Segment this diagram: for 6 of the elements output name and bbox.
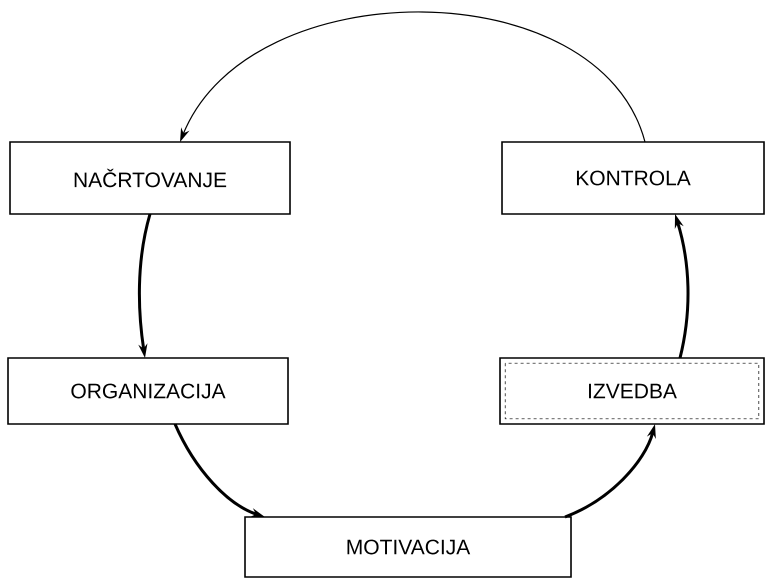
process-box: NAČRTOVANJE bbox=[9, 141, 291, 215]
process-box: KONTROLA bbox=[501, 141, 765, 215]
process-box: ORGANIZACIJA bbox=[7, 357, 289, 425]
arrow bbox=[180, 11, 646, 142]
process-box: IZVEDBA bbox=[499, 357, 765, 425]
process-box: MOTIVACIJA bbox=[244, 516, 572, 578]
